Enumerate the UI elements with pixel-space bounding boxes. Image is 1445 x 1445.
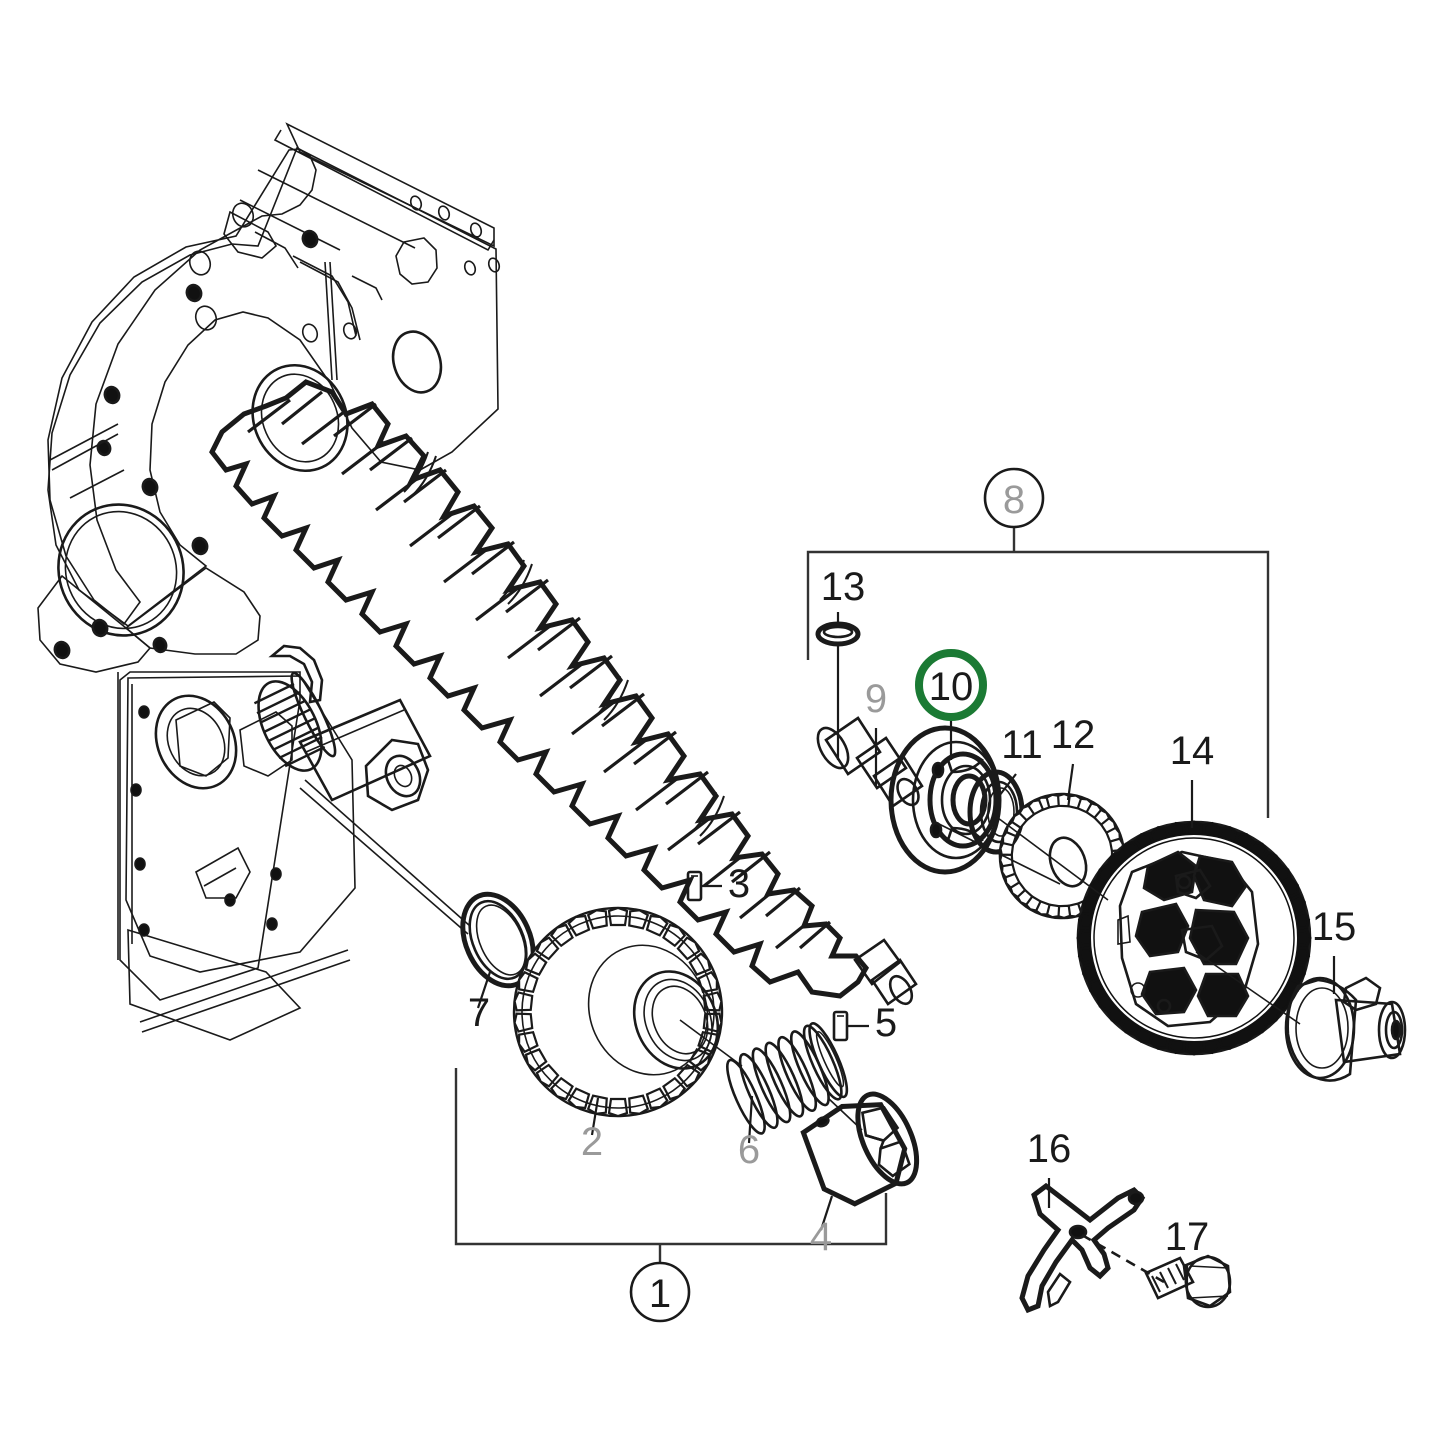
leader-12 [1066,763,1075,801]
part-17-hex-bolt [1144,1254,1232,1309]
label-6: 6 [738,1128,760,1172]
part-14-injection-pump-drive-gear [1076,820,1312,1056]
label-15: 15 [1312,905,1357,949]
leader-lines [476,612,1336,1288]
part-16-fork-lever [1019,1182,1165,1314]
part-3-dowel-pin [686,870,722,902]
part-4-bushing-coupler [800,1091,920,1207]
label-3: 3 [728,862,750,906]
leader-7 [476,971,492,1009]
label-7: 7 [468,991,490,1035]
part-2-timing-gear [512,906,724,1118]
part-5-dowel-pin [832,1010,869,1042]
label-9: 9 [865,677,887,721]
highlighted-callout-10[interactable]: 10 [915,649,987,721]
lower-housing-and-idler-shaft [117,644,471,1041]
highlight-ring [915,649,987,721]
callout-8[interactable]: 8 [983,467,1045,529]
part-15-pump-hub-flange [1284,976,1407,1082]
label-12: 12 [1051,713,1096,757]
part-10-ball-bearing [888,725,1002,875]
callout-10-number: 10 [929,665,974,709]
callout-1[interactable]: 1 [629,1261,691,1323]
label-16: 16 [1027,1127,1072,1171]
callout-1-number: 1 [649,1272,671,1316]
leader-11 [995,773,1017,801]
label-5: 5 [875,1001,897,1045]
part-6-compression-spring [726,1022,849,1135]
assembly-bracket-1 [454,1068,888,1263]
label-4: 4 [810,1215,832,1259]
leader-2 [590,1097,600,1136]
label-11: 11 [1001,723,1043,767]
callout-8-number: 8 [1003,478,1025,522]
injection-pump-body [1117,850,1260,1028]
label-14: 14 [1170,729,1215,773]
label-13: 13 [821,565,866,609]
assembly-bracket-8 [806,527,1270,818]
label-2: 2 [581,1120,603,1164]
engine-timing-cover [37,122,501,673]
leader-6 [747,1095,754,1144]
camshaft [209,379,924,1006]
label-17: 17 [1165,1215,1210,1259]
leader-4 [819,1195,834,1231]
